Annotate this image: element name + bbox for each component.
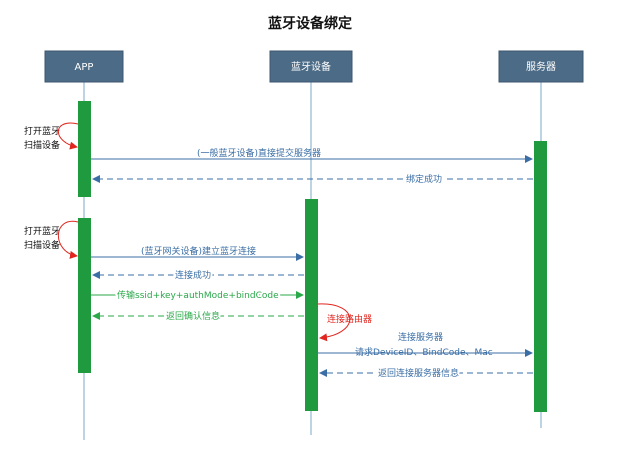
msg-connect-server-label: 请求DeviceID、BindCode、Mac — [355, 346, 493, 358]
diagram-title: 蓝牙设备绑定 — [268, 15, 352, 32]
msg-connect-server-title: 连接服务器 — [398, 331, 443, 343]
actor-device: 蓝牙设备 — [269, 50, 353, 83]
msg-submit-server-label: (一般蓝牙设备)直接提交服务器 — [197, 147, 321, 159]
device-activation — [305, 199, 318, 411]
scan-note-2-line1: 打开蓝牙 — [24, 225, 60, 237]
server-activation — [534, 141, 547, 412]
msg-bind-success-label: 绑定成功 — [406, 173, 442, 185]
actor-device-label: 蓝牙设备 — [291, 60, 331, 73]
router-self-label: 连接路由器 — [327, 313, 372, 325]
msg-connect-success-label: 连接成功 — [175, 269, 211, 281]
actor-device-box — [269, 50, 353, 83]
scan-note-2-line2: 扫描设备 — [24, 239, 60, 251]
actor-app-box — [44, 50, 124, 83]
app-activation-2 — [78, 218, 91, 373]
msg-transfer-config-label: 传输ssid+key+authMode+bindCode — [117, 289, 279, 301]
actor-server-box — [498, 50, 584, 83]
app-activation-1 — [78, 101, 91, 197]
actor-app: APP — [44, 50, 124, 83]
msg-server-info-label: 返回连接服务器信息 — [378, 367, 459, 379]
scan-self-arrow-2 — [57, 220, 79, 259]
msg-confirm-label: 返回确认信息 — [166, 310, 220, 322]
msg-ble-connect-label: (蓝牙网关设备)建立蓝牙连接 — [141, 245, 256, 257]
router-self-arrow — [317, 303, 351, 342]
actor-server: 服务器 — [498, 50, 584, 83]
actor-app-label: APP — [75, 62, 94, 73]
scan-note-1-line2: 扫描设备 — [24, 139, 60, 151]
scan-note-1-line1: 打开蓝牙 — [24, 125, 60, 137]
actor-server-label: 服务器 — [526, 60, 556, 73]
scan-self-arrow-1 — [58, 122, 79, 150]
